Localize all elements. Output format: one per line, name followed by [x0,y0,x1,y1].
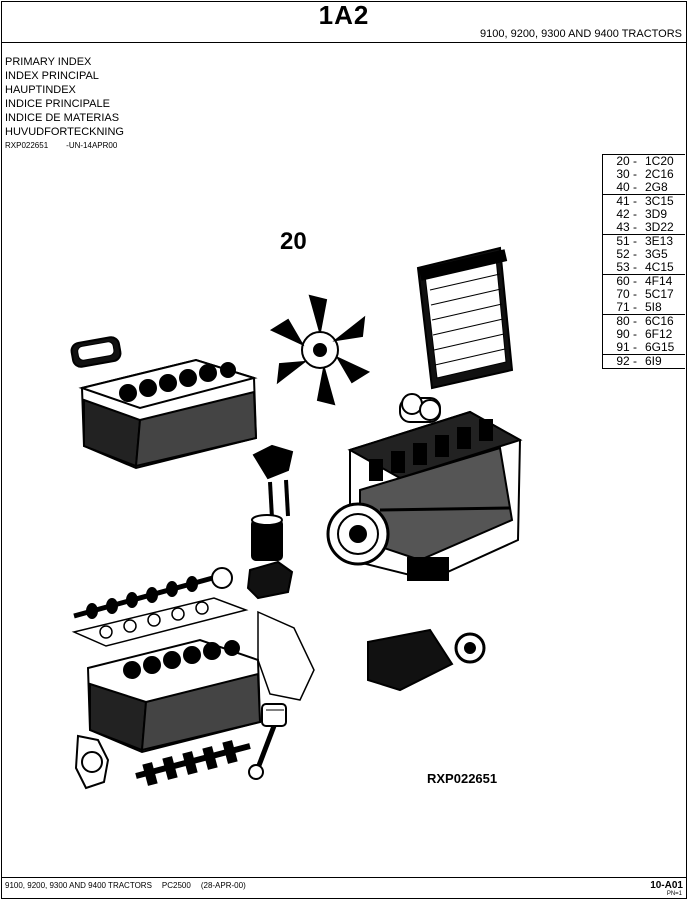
reference-code: RXP022651 [5,141,49,150]
illustration-group-number: 20 [280,228,307,255]
index-row[interactable]: 60 -4F14 [616,274,673,288]
index-row[interactable]: 53 -4C15 [603,261,685,275]
index-row[interactable]: 20 -1C20 [616,154,674,168]
index-row[interactable]: 90 -6F12 [616,327,673,341]
timing-gasket-drawing [257,610,315,701]
footer-date: (28-APR-00) [200,881,246,890]
reference-revision: -UN-14APR00 [66,141,118,150]
index-row[interactable]: 40 -2G8 [603,181,685,195]
index-row[interactable]: 91 -6G15 [603,341,685,355]
footer-info: 9100, 9200, 9300 AND 9400 TRACTORS PC2500… [5,881,256,890]
index-row[interactable]: 71 -5I8 [603,301,685,315]
header-divider [2,42,686,43]
index-titles: PRIMARY INDEX INDEX PRINCIPAL HAUPTINDEX… [5,55,124,139]
engine-block-upper-drawing [78,358,258,470]
filter-base-drawing [246,560,294,600]
title-italian: INDICE PRINCIPALE [5,98,110,110]
engine-block-lower-drawing [86,638,262,754]
index-row[interactable]: 42 -3D9 [616,207,668,221]
title-spanish: INDICE DE MATERIAS [5,112,120,124]
footer-divider [2,877,686,878]
group-index-table: 20 -1C20 30 -2C16 40 -2G8 41 -3C15 42 -3… [602,154,685,369]
crankshaft-drawing [135,740,251,786]
fan-drawing [269,294,371,406]
footer-models: 9100, 9200, 9300 AND 9400 TRACTORS [5,881,152,890]
footer-section: 10-A01 [650,880,683,891]
piston-drawing [248,703,287,780]
index-row[interactable]: 70 -5C17 [616,287,674,301]
index-row[interactable]: 30 -2C16 [616,167,674,181]
index-row[interactable]: 92 -6I9 [616,354,662,368]
rear-seal-drawing [74,734,110,790]
title-swedish: HUVUDFORTECKNING [5,126,124,138]
title-english: PRIMARY INDEX [5,56,92,68]
index-row[interactable]: 41 -3C15 [616,194,674,208]
radiator-drawing [416,246,514,390]
title-german: HAUPTINDEX [5,84,76,96]
illustration-label: RXP022651 [427,771,498,786]
title-french: INDEX PRINCIPAL [5,70,99,82]
page-id: 1A2 [318,0,370,30]
water-pump-drawing [252,444,294,480]
index-row[interactable]: 80 -6C16 [616,314,674,328]
engine-assembly-drawing [326,393,523,582]
footer-catalog: PC2500 [161,881,191,890]
idler-gear-drawing [367,628,486,692]
camshaft-drawing [73,567,233,619]
footer-pn: PN=1 [666,891,682,897]
oil-cooler-drawing [70,336,122,368]
pushrods-drawing [268,479,290,519]
header-models: 9100, 9200, 9300 AND 9400 TRACTORS [480,28,682,40]
head-gasket-drawing [71,597,249,647]
index-row[interactable]: 43 -3D22 [603,221,685,235]
oil-filter-drawing [251,514,283,561]
index-row[interactable]: 51 -3E13 [616,234,674,248]
index-row[interactable]: 52 -3G5 [616,247,668,261]
reference-line: RXP022651 -UN-14APR00 [5,141,135,150]
